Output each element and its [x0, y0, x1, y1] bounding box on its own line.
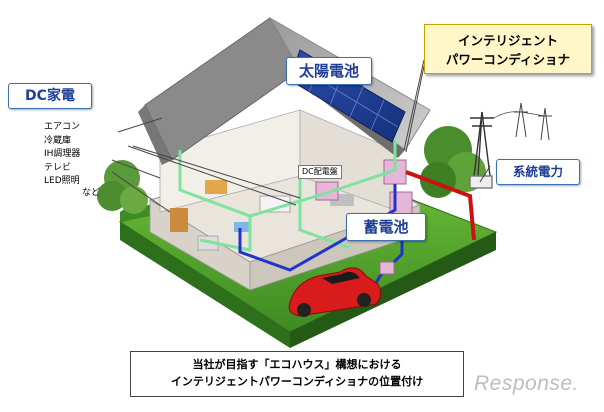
appliance-item: LED照明 — [44, 175, 80, 189]
appliance-list-more: など — [82, 185, 100, 198]
caption-line2: インテリジェントパワーコンディショナの位置付け — [131, 373, 463, 390]
utility-pole — [470, 112, 494, 188]
response-watermark: Response. — [474, 372, 579, 396]
appliance-list: エアコン 冷蔵庫 IH調理器 テレビ LED照明 — [44, 121, 80, 189]
appliance-item: 冷蔵庫 — [44, 135, 80, 149]
power-conditioner-title-line1: インテリジェント — [425, 31, 591, 50]
distant-towers — [494, 103, 552, 140]
solar-panel-label: 太陽電池 — [286, 57, 372, 85]
grid-power-label: 系統電力 — [496, 159, 580, 185]
dc-appliances-label: DC家電 — [8, 83, 92, 109]
power-conditioner-title-line2: パワーコンディショナ — [425, 50, 591, 69]
caption-line1: 当社が目指す「エコハウス」構想における — [131, 356, 463, 373]
appliance-item: エアコン — [44, 121, 80, 135]
storage-battery-label: 蓄電池 — [346, 213, 426, 241]
dc-panel-label: DC配電盤 — [298, 165, 342, 179]
power-conditioner-title: インテリジェント パワーコンディショナ — [424, 24, 592, 74]
appliance-item: テレビ — [44, 162, 80, 176]
appliance-item: IH調理器 — [44, 148, 80, 162]
caption-box: 当社が目指す「エコハウス」構想における インテリジェントパワーコンディショナの位… — [130, 351, 464, 397]
